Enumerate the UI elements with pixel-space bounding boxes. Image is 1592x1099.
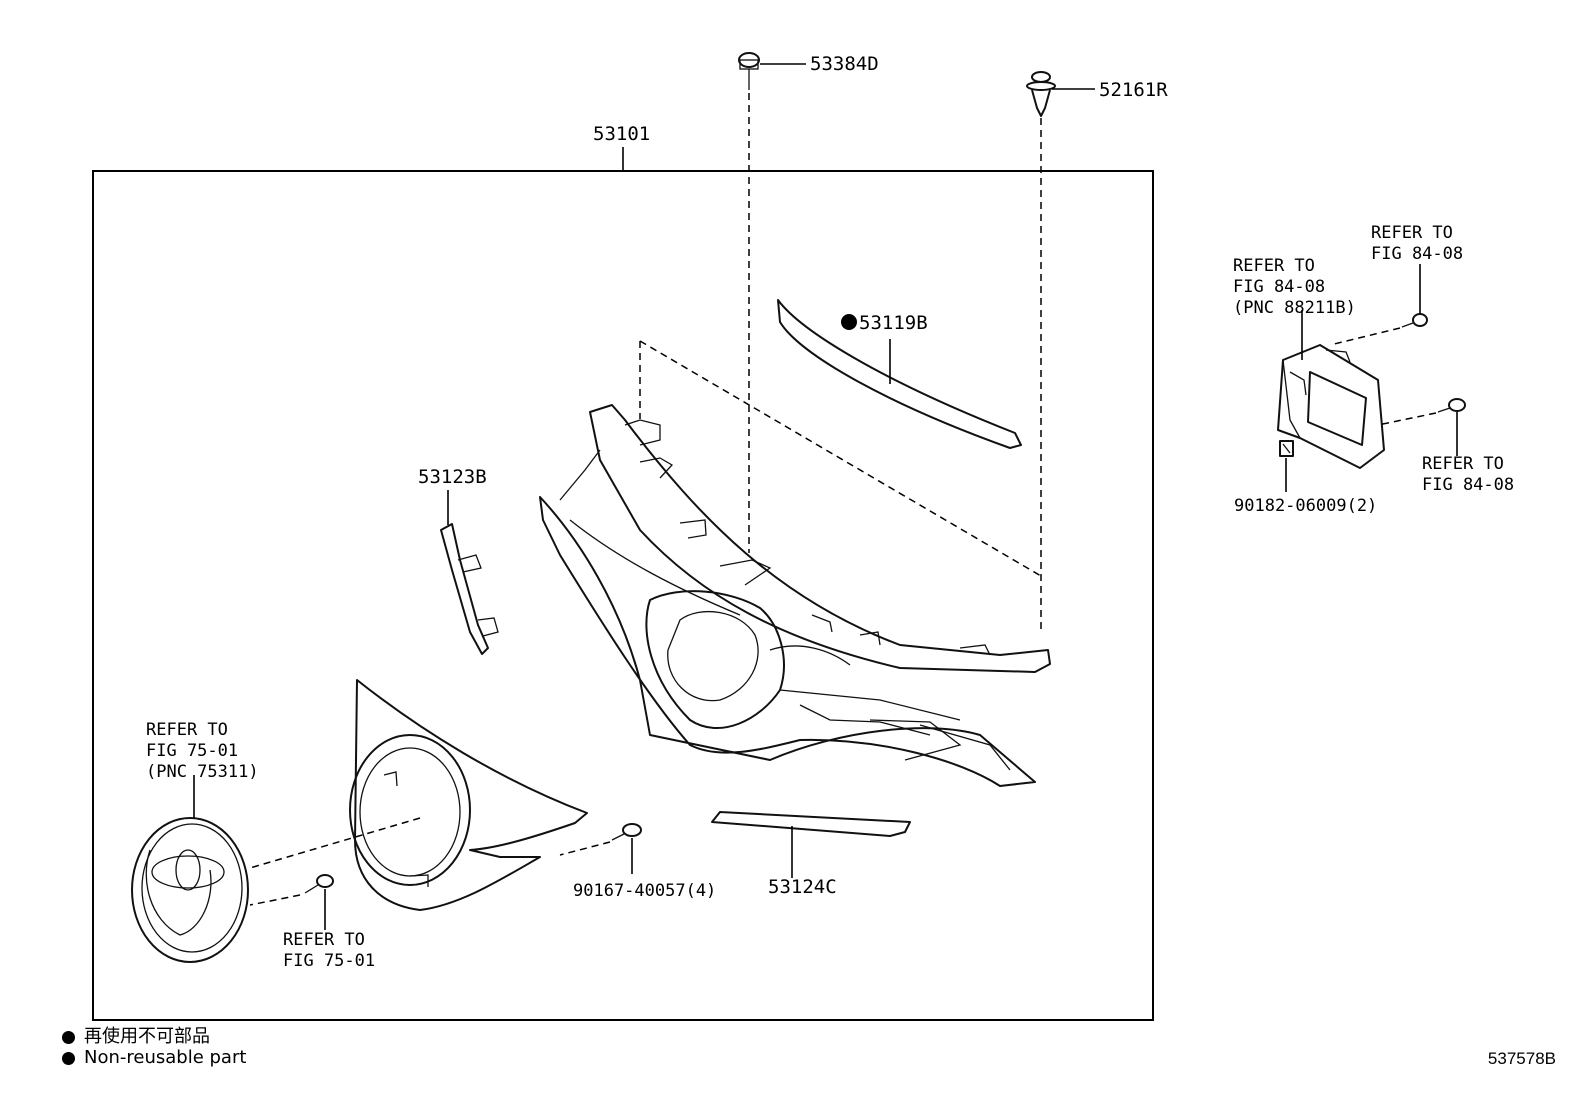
sensor-bolt-top-icon [1401, 313, 1428, 328]
ref-sensor-bolt-top-line2: FIG 84-08 [1371, 244, 1463, 264]
ref-sensor-line3: (PNC 88211B) [1233, 298, 1356, 318]
clip-52161R-icon [1026, 71, 1056, 117]
part-label-53124C[interactable]: 53124C [768, 876, 837, 898]
non-reusable-mark [841, 314, 857, 330]
emblem-screw-icon [304, 874, 334, 894]
ref-sensor-bolt-right-line2: FIG 84-08 [1422, 475, 1514, 495]
ref-sensor-line2: FIG 84-08 [1233, 277, 1325, 297]
ref-emblem-screw-line2: FIG 75-01 [283, 951, 375, 971]
sensor-bolt-right-icon [1437, 398, 1466, 413]
grille-53101-shape [539, 404, 1051, 787]
ref-emblem-line2: FIG 75-01 [146, 741, 238, 761]
legend-en: Non-reusable part [62, 1047, 246, 1068]
legend-jp-text: 再使用不可部品 [84, 1026, 210, 1047]
part-label-53384D[interactable]: 53384D [810, 53, 879, 75]
screw-90167-icon [611, 823, 642, 841]
figure-code: 537578B [1487, 1049, 1556, 1068]
bullet-icon [62, 1030, 75, 1044]
part-label-90182[interactable]: 90182-06009(2) [1234, 496, 1377, 516]
ref-sensor-line1: REFER TO [1233, 256, 1315, 276]
part-label-90167[interactable]: 90167-40057(4) [573, 881, 716, 901]
part-label-53101[interactable]: 53101 [593, 123, 650, 145]
radar-sensor-shape [1277, 344, 1385, 469]
ref-emblem-line1: REFER TO [146, 720, 228, 740]
nut-90182-icon [1279, 440, 1294, 457]
ref-emblem-line3: (PNC 75311) [146, 762, 259, 782]
fog-cover-shape [349, 679, 588, 911]
legend-jp: 再使用不可部品 [62, 1022, 210, 1048]
ref-emblem-screw-line1: REFER TO [283, 930, 365, 950]
part-label-52161R[interactable]: 52161R [1099, 79, 1168, 101]
bullet-icon [62, 1051, 75, 1065]
molding-53119B-shape [777, 299, 1022, 449]
ref-sensor-bolt-top-line1: REFER TO [1371, 223, 1453, 243]
part-label-53123B[interactable]: 53123B [418, 466, 487, 488]
legend-en-text: Non-reusable part [84, 1047, 247, 1068]
ref-sensor-bolt-right-line1: REFER TO [1422, 454, 1504, 474]
screw-53384D-icon [738, 52, 760, 90]
emblem-icon [131, 817, 249, 963]
part-label-53119B[interactable]: 53119B [859, 312, 928, 334]
strip-53124C-shape [711, 811, 911, 837]
bracket-53123B-shape [440, 523, 499, 655]
